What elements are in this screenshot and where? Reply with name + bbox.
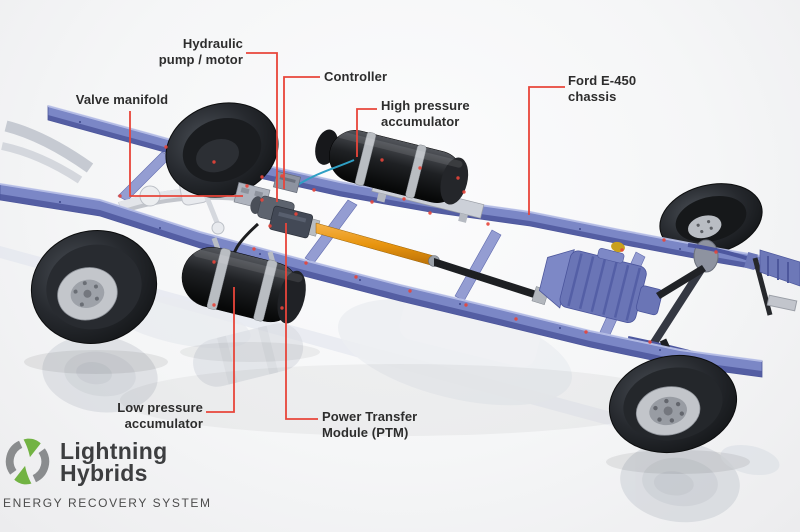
leader-low-pressure-accumulator: [206, 287, 235, 413]
wheel-front-far: [165, 102, 279, 198]
leader-valve-manifold: [129, 111, 243, 197]
hydraulic-hose-high: [295, 159, 355, 187]
leader-high-pressure-accumulator: [356, 108, 377, 157]
driveshaft-rear: [656, 265, 706, 299]
ground-shadows: [24, 342, 750, 474]
wheel-front-near: [30, 230, 158, 344]
hp-accumulator: [315, 129, 469, 205]
lightning-hybrids-logo: Lightning Hybrids: [4, 438, 167, 485]
label-controller: Controller: [324, 69, 388, 84]
front-crossmember: [1, 120, 94, 184]
ptm-block: [268, 205, 314, 239]
label-high-pressure-accumulator: High pressure accumulator: [381, 98, 470, 129]
label-power-transfer-module: Power Transfer Module (PTM): [322, 409, 418, 440]
wheel-rear-near: [608, 354, 738, 454]
label-ford-e450-chassis: Ford E-450 chassis: [568, 73, 637, 104]
leader-power-transfer-module: [285, 223, 318, 420]
logo-wordmark: Lightning Hybrids: [60, 437, 168, 486]
transmission: [538, 248, 663, 324]
lp-accumulator: [181, 247, 306, 324]
leader-hydraulic-pump: [246, 52, 278, 202]
lightning-hybrids-logo-icon: [5, 438, 50, 485]
label-valve-manifold: Valve manifold: [75, 92, 169, 107]
logo-tagline: ENERGY RECOVERY SYSTEM: [3, 496, 212, 510]
label-hydraulic-pump-motor: Hydraulic pump / motor: [158, 36, 243, 67]
rear-wheel-reflection: [620, 441, 740, 523]
lp-accumulator-reflection: [193, 323, 304, 387]
leader-ford-chassis: [528, 86, 565, 215]
label-low-pressure-accumulator: Low pressure accumulator: [117, 400, 203, 431]
leader-controller: [283, 76, 320, 189]
controller-box: [272, 170, 302, 194]
fastener-markers: [118, 145, 718, 344]
front-wheel-reflection: [42, 335, 158, 413]
